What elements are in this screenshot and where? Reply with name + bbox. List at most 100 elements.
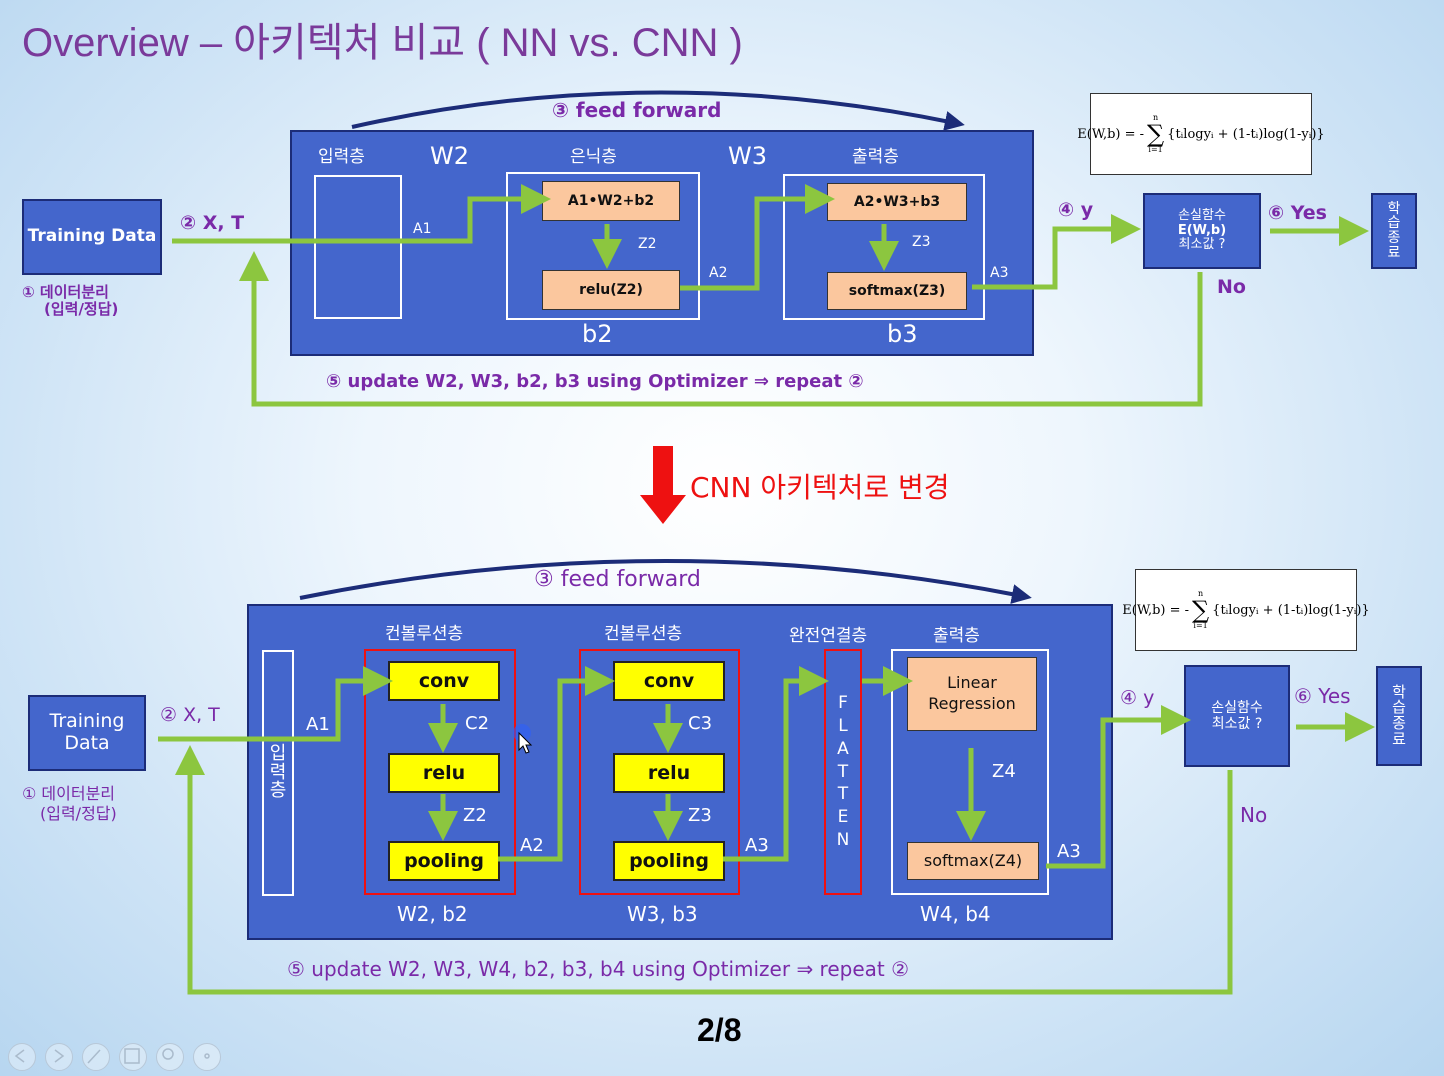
nn-output-layer-label: 출력층	[852, 147, 899, 167]
cnn-pooling1-to-conv2-arrow	[498, 666, 615, 862]
nn-formula-body: {tᵢlogyᵢ + (1-tᵢ)log(1-yᵢ)}	[1167, 126, 1325, 142]
cnn-relu1-box: relu	[388, 753, 500, 793]
cnn-pooling1-box: pooling	[388, 841, 500, 881]
nn-hidden-layer-label: 은닉층	[570, 147, 617, 167]
nn-formula-lhs: E(W,b) = -	[1077, 126, 1145, 142]
nn-data-split-sub-label: (입력/정답)	[44, 300, 119, 318]
vertical-char: 습	[1392, 698, 1406, 717]
cnn-data-split-label: ① 데이터분리	[22, 784, 116, 803]
slide-grid-button[interactable]	[119, 1043, 147, 1071]
nn-formula-sum-top: n	[1153, 113, 1159, 122]
cnn-conv1-box: conv	[388, 661, 500, 701]
vertical-char: 력	[269, 761, 287, 783]
nn-relu-to-a2w3b3-arrow	[680, 184, 835, 291]
nn-yes-label: ⑥ Yes	[1268, 202, 1327, 224]
nn-loss-line2: E(W,b)	[1177, 222, 1227, 238]
nn-hidden-layer-box	[506, 172, 700, 320]
vertical-char: 료	[1392, 729, 1406, 748]
nn-feed-forward-label: ③ feed forward	[552, 98, 722, 122]
nn-feed-forward-curve	[351, 90, 965, 131]
nn-y-label: ④ y	[1058, 199, 1094, 221]
cnn-formula-lhs: E(W,b) = -	[1122, 602, 1190, 618]
cnn-formula-body: {tᵢlogyᵢ + (1-tᵢ)log(1-yᵢ)}	[1212, 602, 1370, 618]
cnn-formula-sum-top: n	[1198, 589, 1204, 598]
cnn-z3-label: Z3	[688, 805, 712, 826]
grid-icon	[124, 1048, 140, 1064]
vertical-char: 층	[269, 780, 287, 802]
vertical-char: L	[838, 715, 848, 736]
pen-tool-button[interactable]	[82, 1043, 110, 1071]
nn-feedback-arrow	[239, 251, 1203, 407]
cnn-a3-out-label: A3	[1057, 841, 1081, 862]
cnn-output-layer-label: 출력층	[933, 626, 980, 646]
page-number: 2/8	[697, 1012, 742, 1048]
nn-b2-label: b2	[582, 320, 613, 348]
nn-formula-sum-bottom: i=1	[1148, 145, 1163, 154]
cnn-conv-block-2	[579, 649, 740, 895]
nn-training-data-box: Training Data	[22, 199, 162, 275]
cnn-w4b4-label: W4, b4	[920, 902, 991, 926]
nn-b3-label: b3	[887, 320, 918, 348]
cnn-pooling2-box: pooling	[613, 841, 725, 881]
nn-loss-line3: 최소값 ?	[1178, 237, 1226, 253]
zoom-button[interactable]	[156, 1043, 184, 1071]
nn-w2-label: W2	[430, 142, 469, 170]
vertical-char: 학	[1387, 200, 1401, 217]
cnn-input-arrow	[158, 666, 393, 742]
pen-icon	[87, 1049, 101, 1064]
cnn-output-arrow	[1046, 705, 1191, 869]
cnn-z4-label: Z4	[992, 761, 1016, 782]
nn-update-label: ⑤ update W2, W3, b2, b3 using Optimizer …	[326, 371, 864, 392]
page-title: Overview – 아키텍처 비교 ( NN vs. CNN )	[22, 21, 743, 65]
nn-input-layer-label: 입력층	[318, 147, 365, 167]
vertical-char: E	[837, 807, 849, 828]
vertical-char: T	[837, 784, 849, 805]
cnn-conv-layer2-label: 컨볼루션층	[604, 624, 683, 644]
cnn-conv-block-1	[364, 649, 516, 895]
change-label: CNN 아키텍처로 변경	[690, 471, 950, 504]
nn-a2w3b3-box: A2•W3+b3	[827, 183, 967, 221]
cnn-relu2-box: relu	[613, 753, 725, 793]
nn-loss-formula: E(W,b) = - n ∑ i=1 {tᵢlogyᵢ + (1-tᵢ)log(…	[1077, 93, 1325, 175]
cnn-loss-box: 손실함수 최소값 ?	[1184, 665, 1290, 767]
nn-relu-box: relu(Z2)	[542, 270, 680, 310]
nn-output-layer-box	[783, 174, 985, 320]
vertical-char: 입	[269, 742, 287, 764]
cnn-feed-forward-curve	[299, 559, 1032, 604]
nn-loss-line1: 손실함수	[1178, 207, 1226, 223]
nn-a1-label: A1	[413, 221, 432, 237]
nn-loss-box: 손실함수 E(W,b) 최소값 ?	[1143, 193, 1261, 269]
red-down-arrow	[640, 446, 686, 524]
cnn-feed-forward-label: ③ feed forward	[534, 567, 701, 592]
cnn-a1-label: A1	[306, 714, 330, 735]
vertical-char: A	[837, 738, 849, 759]
vertical-char: 학	[1392, 682, 1406, 701]
cnn-a2-label: A2	[520, 835, 544, 856]
nn-output-arrow	[972, 214, 1141, 290]
nn-z3-label: Z3	[912, 234, 931, 250]
cnn-fc-layer-label: 완전연결층	[789, 626, 868, 646]
cnn-z2-label: Z2	[463, 805, 487, 826]
cnn-y-label: ④ y	[1120, 687, 1155, 709]
vertical-char: 료	[1387, 244, 1401, 261]
cnn-formula-sum-bottom: i=1	[1193, 621, 1208, 630]
prev-slide-button[interactable]	[8, 1043, 36, 1071]
vertical-char: 습	[1387, 215, 1401, 232]
more-options-button[interactable]	[193, 1043, 221, 1071]
vertical-char: 종	[1392, 714, 1406, 732]
cnn-linear-box: Linear Regression	[907, 657, 1037, 731]
next-slide-button[interactable]	[45, 1043, 73, 1071]
cnn-training-data-box: Training Data	[28, 695, 146, 771]
cnn-feedback-arrow	[175, 745, 1233, 995]
cnn-data-split-sub-label: (입력/정답)	[40, 804, 117, 823]
zoom-icon	[162, 1048, 174, 1060]
cnn-pooling2-to-flatten-arrow	[723, 666, 829, 862]
cnn-no-label: No	[1240, 803, 1268, 827]
cnn-w3b3-label: W3, b3	[627, 902, 698, 926]
cnn-w2b2-label: W2, b2	[397, 902, 468, 926]
vertical-char: 종	[1387, 230, 1401, 246]
